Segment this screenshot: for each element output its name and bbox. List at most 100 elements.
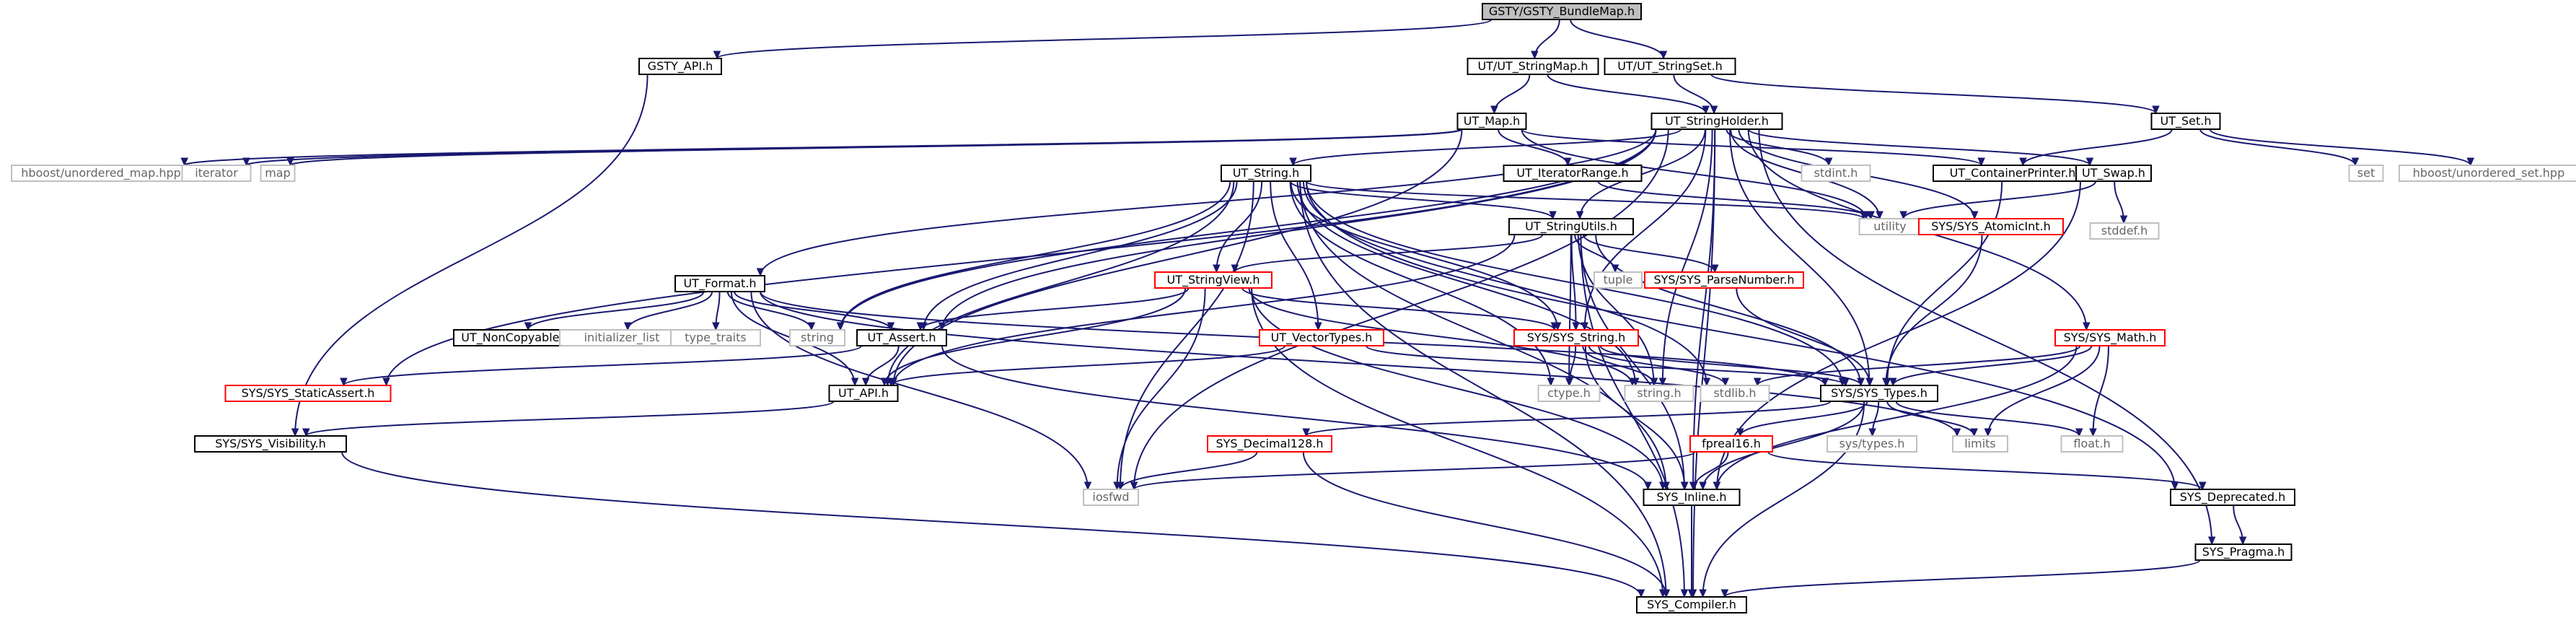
- arrowhead: [2351, 157, 2360, 167]
- node-sys-math[interactable]: SYS/SYS_Math.h: [2054, 329, 2166, 346]
- node-box: [1644, 271, 1804, 289]
- arrowhead: [1116, 481, 1125, 491]
- arrowhead: [850, 377, 859, 387]
- node-sys-inline[interactable]: SYS_Inline.h: [1643, 489, 1741, 506]
- node-ut-stringview[interactable]: UT_StringView.h: [1154, 271, 1272, 289]
- arrowhead: [880, 377, 889, 387]
- node-hboost-unordered-map: hboost/unordered_map.hpp: [11, 165, 191, 182]
- node-box: [194, 435, 347, 453]
- node-root[interactable]: GSTY/GSTY_BundleMap.h: [1482, 3, 1642, 20]
- node-label: sys/types.h: [1839, 437, 1905, 450]
- node-box: [1513, 329, 1639, 346]
- node-sys-staticassert[interactable]: SYS/SYS_StaticAssert.h: [224, 385, 392, 402]
- arrowhead: [1710, 105, 1718, 115]
- node-ut-stringset[interactable]: UT/UT_StringSet.h: [1604, 58, 1736, 75]
- edge-ut-stringview-to-iosfwd: [1116, 287, 1206, 490]
- edge-ut-stringholder-to-ut-swap: [1748, 128, 2091, 166]
- node-ut-map[interactable]: UT_Map.h: [1456, 113, 1527, 130]
- node-string: string: [789, 329, 845, 346]
- edge-ut-format-to-iosfwd: [750, 291, 1089, 490]
- arrowhead: [623, 322, 632, 331]
- node-stddef: stddef.h: [2089, 222, 2160, 240]
- node-label: UT_Map.h: [1464, 114, 1520, 128]
- node-sys-compiler[interactable]: SYS_Compiler.h: [1636, 596, 1747, 614]
- edge-sys-types-to-fpreal16: [1739, 401, 1868, 437]
- node-ut-stringholder[interactable]: UT_StringHolder.h: [1650, 113, 1783, 130]
- arrowhead: [1711, 264, 1719, 274]
- node-box: [674, 275, 765, 292]
- node-sys-string[interactable]: SYS/SYS_String.h: [1513, 329, 1639, 346]
- node-ut-set[interactable]: UT_Set.h: [2150, 113, 2221, 130]
- edge-ut-format-to-initializer-list: [627, 291, 713, 331]
- node-box: [1643, 489, 1741, 506]
- arrowhead: [1889, 377, 1897, 387]
- arrowhead: [1687, 589, 1696, 598]
- node-label: iosfwd: [1092, 490, 1129, 504]
- arrowhead: [1690, 481, 1698, 491]
- node-ut-api[interactable]: UT_API.h: [828, 385, 899, 402]
- arrowhead: [1868, 428, 1876, 437]
- arrowhead: [1970, 428, 1978, 437]
- node-ut-vectortypes[interactable]: UT_VectorTypes.h: [1259, 329, 1384, 346]
- edge-ut-format-to-limits: [760, 291, 1958, 437]
- edge-sys-pragma-to-sys-compiler: [1723, 559, 2201, 598]
- node-ut-containerprinter[interactable]: UT_ContainerPrinter.h: [1933, 165, 2093, 182]
- edge-ut-stringutils-to-sys-parsenumber: [1582, 234, 1716, 273]
- node-sys-pragma[interactable]: SYS_Pragma.h: [2194, 543, 2293, 561]
- node-label: SYS_Deprecated.h: [2180, 490, 2286, 505]
- edge-fpreal16-to-iosfwd: [1133, 451, 1695, 490]
- arrowhead: [1860, 211, 1868, 220]
- edge-ut-stringholder-to-ut-stringutils: [1579, 128, 1706, 219]
- arrowhead: [1867, 211, 1875, 220]
- node-ut-stringutils[interactable]: UT_StringUtils.h: [1508, 218, 1634, 235]
- arrowhead: [887, 322, 895, 331]
- node-label: SYS/SYS_Types.h: [1831, 386, 1927, 401]
- node-label: SYS/SYS_String.h: [1527, 331, 1626, 345]
- node-sys-deprecated[interactable]: SYS_Deprecated.h: [2170, 489, 2295, 506]
- arrowhead: [1549, 211, 1557, 220]
- node-ut-format[interactable]: UT_Format.h: [674, 275, 765, 292]
- node-label: SYS/SYS_ParseNumber.h: [1653, 273, 1794, 287]
- arrowhead: [1736, 428, 1744, 437]
- edge-ut-stringutils-to-sys-types: [1595, 234, 1862, 386]
- arrowhead: [1130, 481, 1138, 491]
- node-box: [1624, 385, 1694, 402]
- edge-ut-string-to-string: [840, 180, 1231, 331]
- node-ut-noncopyable[interactable]: UT_NonCopyable.h: [453, 329, 579, 346]
- node-sys-types[interactable]: SYS/SYS_Types.h: [1820, 385, 1938, 402]
- node-ut-swap[interactable]: UT_Swap.h: [2075, 165, 2152, 182]
- node-ctype: ctype.h: [1537, 385, 1601, 402]
- node-label: set: [2357, 166, 2375, 180]
- node-ut-string[interactable]: UT_String.h: [1221, 165, 1311, 182]
- node-ut-iteratorrange[interactable]: UT_IteratorRange.h: [1503, 165, 1643, 182]
- edge-ut-string-to-ut-stringview: [1216, 180, 1263, 273]
- edge-ut-stringset-to-ut-set: [1710, 74, 2157, 114]
- node-sys-atomicint[interactable]: SYS/SYS_AtomicInt.h: [1918, 218, 2064, 235]
- node-label: UT/UT_StringMap.h: [1477, 59, 1588, 74]
- node-ut-assert[interactable]: UT_Assert.h: [856, 329, 947, 346]
- edge-ut-assert-to-sys-inline: [941, 345, 1649, 490]
- node-sys-visibility[interactable]: SYS/SYS_Visibility.h: [194, 435, 347, 453]
- arrowhead: [1658, 481, 1667, 491]
- node-gsty-api[interactable]: GSTY_API.h: [638, 58, 722, 75]
- arrowhead: [2238, 536, 2247, 546]
- arrowhead: [1289, 157, 1297, 167]
- arrowhead: [1882, 377, 1890, 387]
- node-float: float.h: [2060, 435, 2124, 453]
- edge-sys-decimal128-to-sys-compiler: [1302, 451, 1667, 598]
- arrowhead: [1753, 377, 1762, 387]
- node-box: [2150, 113, 2221, 130]
- node-sys-parsenumber[interactable]: SYS/SYS_ParseNumber.h: [1644, 271, 1804, 289]
- node-box: [1700, 385, 1770, 402]
- node-fpreal16[interactable]: fpreal16.h: [1689, 435, 1773, 453]
- node-sys-decimal128[interactable]: SYS_Decimal128.h: [1207, 435, 1332, 453]
- node-box: [1593, 271, 1643, 289]
- arrowhead: [1702, 105, 1710, 115]
- node-ut-stringmap[interactable]: UT/UT_StringMap.h: [1467, 58, 1599, 75]
- node-label: UT_String.h: [1233, 166, 1299, 180]
- arrowhead: [2119, 215, 2128, 224]
- node-box: [638, 58, 722, 75]
- edge-ut-vectortypes-to-sys-types: [1365, 345, 1847, 386]
- node-set: set: [2348, 165, 2384, 182]
- arrowhead: [1984, 428, 1992, 437]
